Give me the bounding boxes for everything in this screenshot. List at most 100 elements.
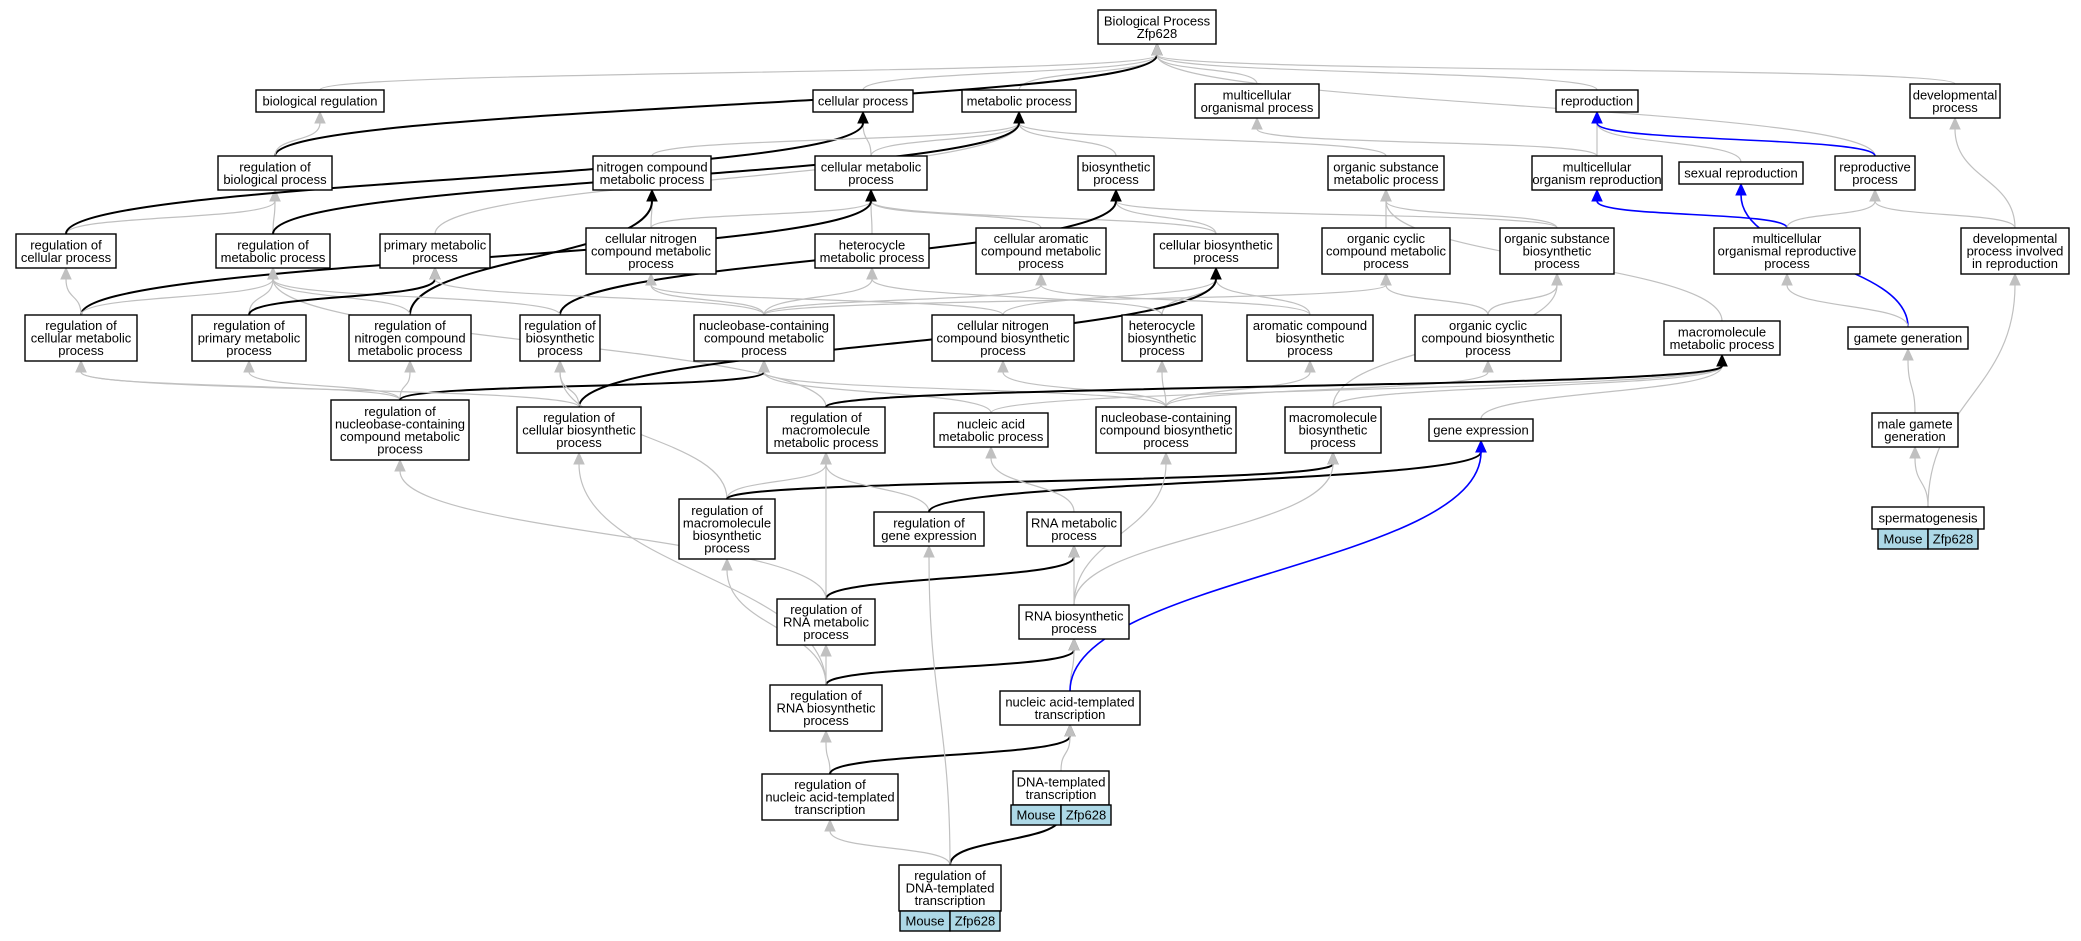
node-label-line: nucleobase-containing (335, 416, 465, 431)
arrowhead (554, 359, 566, 373)
node-gamete-generation[interactable]: gamete generation (1847, 326, 1969, 350)
gene-cell (1927, 528, 1979, 550)
edge-line (862, 54, 1158, 91)
node-label-line: RNA biosynthetic (777, 701, 876, 716)
occbp-to-occmp-edge (1380, 272, 1489, 316)
edge-line (65, 122, 864, 235)
node-biological-regulation[interactable]: biological regulation (255, 89, 385, 113)
node-label-line: gamete generation (1854, 331, 1962, 346)
node-label-line: heterocycle (1129, 318, 1195, 333)
node-regulation-of-macromolecule-biosynthetic-process[interactable]: regulation ofmacromoleculebiosyntheticpr… (678, 498, 776, 560)
gene-cell (1060, 804, 1112, 826)
arrowhead (75, 359, 87, 373)
node-box (1834, 155, 1916, 191)
edge-line (763, 284, 1042, 316)
arrowhead (1735, 182, 1747, 196)
node-box (15, 233, 117, 269)
edge-line (65, 278, 82, 316)
node-box (1246, 314, 1374, 362)
node-label-line: gene expression (1433, 423, 1528, 438)
edge-line (825, 463, 930, 513)
node-label-line: regulation of (30, 237, 102, 252)
node-label-line: metabolic process (358, 343, 463, 358)
node-label-line: process (704, 540, 750, 555)
node-gene-expression[interactable]: gene expression (1428, 418, 1534, 442)
edge-line (928, 451, 1482, 513)
edge-line (1115, 200, 1558, 229)
node-label-line: macromolecule (1678, 324, 1766, 339)
node-box (1847, 326, 1969, 350)
node-metabolic-process[interactable]: metabolic process (961, 89, 1077, 113)
arrowhead (1151, 42, 1163, 56)
edge-line (272, 200, 276, 235)
node-label-line: cellular nitrogen (605, 231, 697, 246)
node-label-line: regulation of (790, 688, 862, 703)
node-label-line: process (1051, 621, 1097, 636)
node-label-line: process (556, 435, 602, 450)
node-box (1026, 511, 1122, 547)
node-box (592, 155, 712, 191)
node-sexual-reproduction[interactable]: sexual reproduction (1678, 161, 1804, 185)
node-regulation-of-nucleobase-containing-compound-metabolic-process[interactable]: regulation ofnucleobase-containingcompou… (330, 399, 470, 461)
gene-label: Zfp628 (955, 914, 995, 929)
node-reproduction[interactable]: reproduction (1555, 89, 1639, 113)
node-label-line: regulation of (237, 237, 309, 252)
morp-to-mcorg-edge (1591, 188, 1788, 229)
node-box (1531, 155, 1663, 191)
node-label-line: reproductive (1839, 159, 1911, 174)
node-box (1095, 406, 1237, 454)
node-box (1097, 9, 1217, 45)
node-cellular-process[interactable]: cellular process (812, 89, 914, 113)
node-label-line: process (1143, 435, 1189, 450)
node-label-line: process (628, 256, 674, 271)
node-regulation-of-dna-templated-transcription[interactable]: regulation ofDNA-templatedtranscriptionM… (898, 864, 1002, 932)
